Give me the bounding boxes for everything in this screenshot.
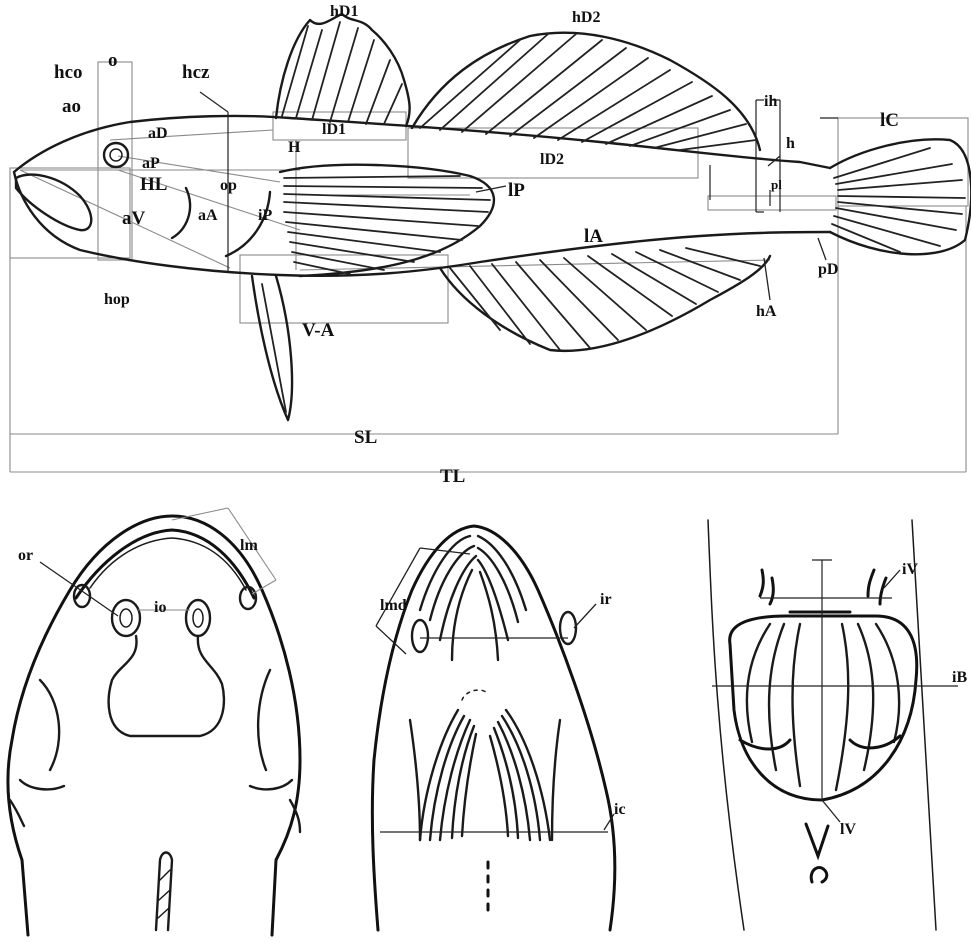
right-barbel xyxy=(560,612,576,644)
label-hD1: hD1 xyxy=(330,3,358,20)
label-aD: aD xyxy=(148,125,168,142)
label-ih: ih xyxy=(764,93,777,110)
label-V-A: V-A xyxy=(302,320,335,341)
belly-right-edge xyxy=(912,520,936,930)
preopercle-arc xyxy=(172,188,190,238)
label-aP: aP xyxy=(142,155,160,172)
second-dorsal-fin-rays xyxy=(420,34,756,150)
opercle-arc xyxy=(226,192,270,256)
label-ao: ao xyxy=(62,96,81,117)
label-hA: hA xyxy=(756,303,777,320)
head-dorsal-view: or lm io xyxy=(8,508,300,935)
label-lmd: lmd xyxy=(380,597,407,614)
left-barbel xyxy=(412,620,428,652)
urogenital-papilla xyxy=(806,824,828,856)
belly-left-edge xyxy=(708,520,744,930)
label-pD: pD xyxy=(818,261,838,278)
label-ir: ir xyxy=(600,591,612,608)
label-HL: HL xyxy=(140,174,167,195)
anal-fin xyxy=(440,256,770,351)
lower-jaw-lines xyxy=(420,536,526,660)
label-hco: hco xyxy=(54,62,83,83)
label-hcz: hcz xyxy=(182,62,210,83)
label-ic: ic xyxy=(614,801,626,818)
left-eye xyxy=(112,600,140,636)
label-aV: aV xyxy=(122,208,146,229)
interorbital-area xyxy=(109,636,224,736)
eye xyxy=(104,143,128,167)
pectoral-fin xyxy=(280,165,494,276)
label-lD1: lD1 xyxy=(322,121,346,138)
pelvic-disc-view: iV iB lV xyxy=(708,520,967,930)
label-pl: pl xyxy=(771,177,782,192)
label-or: or xyxy=(18,547,33,564)
label-iP: iP xyxy=(258,207,272,224)
label-hD2: hD2 xyxy=(572,9,600,26)
gill-membrane-lines xyxy=(410,710,560,840)
pectoral-fin-rays xyxy=(284,176,490,274)
mouth xyxy=(16,175,91,231)
label-SL: SL xyxy=(354,427,377,448)
label-H: H xyxy=(288,139,301,156)
right-eye xyxy=(186,600,210,636)
label-lm: lm xyxy=(240,537,258,554)
label-lV: lV xyxy=(840,821,856,838)
label-hop: hop xyxy=(104,291,130,308)
label-iV: iV xyxy=(902,561,918,578)
second-dorsal-fin xyxy=(412,33,760,150)
label-lC: lC xyxy=(880,110,899,131)
label-h: h xyxy=(786,135,795,152)
label-TL: TL xyxy=(440,466,465,487)
label-io: io xyxy=(154,599,166,616)
head-outline xyxy=(8,516,300,935)
pelvic-fin xyxy=(252,276,292,420)
label-aA: aA xyxy=(198,207,218,224)
label-lP: lP xyxy=(508,180,525,201)
label-o: o xyxy=(108,50,118,71)
first-dorsal-fin-rays xyxy=(282,22,402,124)
label-lD2: lD2 xyxy=(540,151,564,168)
label-lA: lA xyxy=(584,226,603,247)
pelvic-disc-rays xyxy=(747,624,899,790)
label-op: op xyxy=(220,177,237,194)
fish-lateral-view: hD1 hD2 hco o hcz ao aD lD1 ih lC H aP l… xyxy=(10,3,971,487)
label-iB: iB xyxy=(952,669,967,686)
caudal-fin-rays xyxy=(832,148,965,252)
head-ventral-view: lmd ir ic xyxy=(372,526,625,930)
